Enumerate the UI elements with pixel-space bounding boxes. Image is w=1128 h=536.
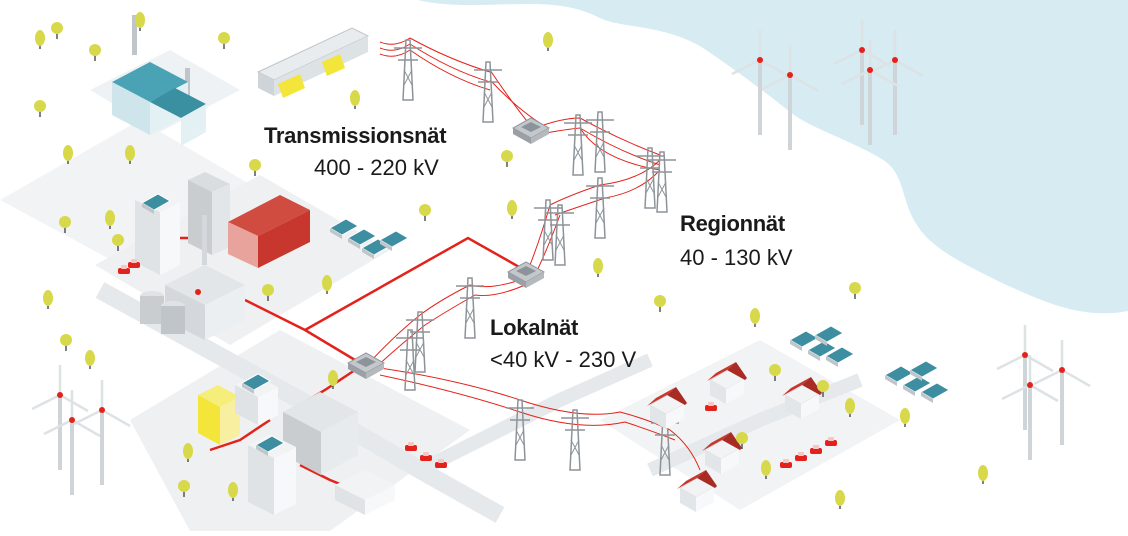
power-plant-icon — [140, 215, 245, 340]
regional-network-title: Regionnät — [680, 211, 785, 236]
transmission-network-voltage: 400 - 220 kV — [314, 155, 439, 180]
regional-lines — [369, 279, 701, 471]
road-2 — [416, 353, 653, 477]
factory-icon — [112, 15, 206, 146]
office-building-mid — [235, 373, 278, 425]
apartment-building — [248, 434, 296, 515]
sea-area — [418, 0, 1128, 314]
road-3 — [647, 373, 863, 477]
dam-icon — [256, 27, 370, 98]
road — [95, 282, 505, 523]
red-building — [228, 195, 310, 268]
office-building-left — [135, 190, 180, 275]
shop-building — [335, 470, 395, 515]
transmission-network-title: Transmissionsnät — [264, 123, 447, 148]
tower-grey — [188, 172, 230, 255]
local-network-voltage: <40 kV - 230 V — [490, 347, 637, 372]
local-network-title: Lokalnät — [490, 315, 579, 340]
regional-network-voltage: 40 - 130 kV — [680, 245, 793, 270]
yellow-building — [198, 385, 240, 445]
